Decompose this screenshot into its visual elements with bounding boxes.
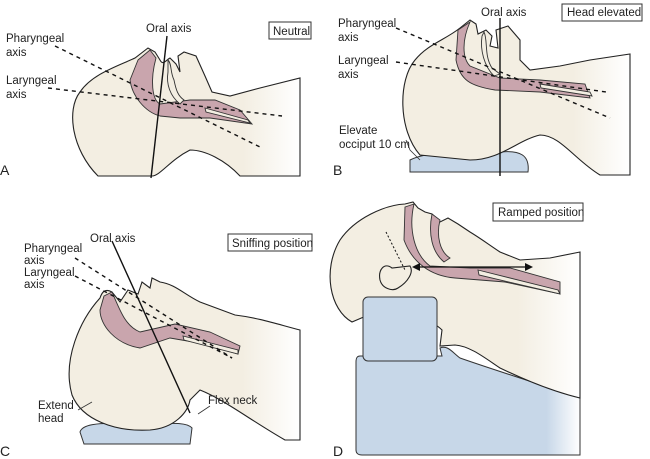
- ear: [379, 265, 412, 291]
- airway: [403, 203, 561, 295]
- oral-axis-label: Oral axis: [481, 7, 527, 19]
- extend-head-label-line1: Extend: [38, 400, 74, 412]
- pharyngeal-axis-label-line2: axis: [338, 32, 359, 44]
- pharyngeal-axis-line: [395, 27, 611, 119]
- ramp-wedge: [355, 346, 581, 456]
- panel-title: Sniffing position: [232, 238, 313, 250]
- pharyngeal-axis-label-line1: Pharyngeal: [24, 243, 82, 255]
- panel-letter: C: [0, 443, 10, 459]
- laryngeal-axis-line: [395, 61, 607, 93]
- panel-b: Oral axis Pharyngeal axis Laryngeal axis…: [333, 3, 643, 178]
- laryngeal-axis-label-line1: Laryngeal: [6, 75, 57, 87]
- pharyngeal-axis-label-line2: axis: [24, 255, 45, 267]
- extend-head-label-line2: head: [38, 413, 64, 425]
- laryngeal-axis-label-line2: axis: [6, 89, 27, 101]
- elevate-label-line2: occiput 10 cm: [339, 139, 410, 151]
- pharyngeal-axis-label-line1: Pharyngeal: [6, 33, 64, 45]
- nasal-cavity: [167, 58, 185, 105]
- panel-d: Ramped position D: [329, 201, 584, 459]
- airway-nasal: [430, 213, 451, 263]
- airway: [455, 20, 591, 99]
- laryngeal-axis-label-line2: axis: [24, 279, 45, 291]
- trachea-inner: [539, 83, 593, 97]
- panel-title-box: [268, 21, 312, 40]
- pharyngeal-axis-line: [74, 257, 233, 359]
- head-silhouette: [402, 19, 631, 176]
- pharyngeal-axis-label-line1: Pharyngeal: [338, 18, 396, 30]
- laryngeal-axis-label-line2: axis: [338, 69, 359, 81]
- panel-letter: D: [333, 443, 343, 459]
- pharyngeal-axis-label-line2: axis: [6, 47, 27, 59]
- head-silhouette: [329, 201, 581, 399]
- panel-letter: B: [333, 162, 342, 178]
- oral-axis-line: [111, 240, 191, 414]
- ear-dotted-line: [385, 231, 406, 271]
- elevate-leader: [405, 139, 421, 161]
- panel-title: Ramped position: [498, 207, 584, 219]
- trachea-inner: [477, 269, 561, 295]
- panel-a: Oral axis Pharyngeal axis Laryngeal axis…: [0, 21, 312, 179]
- oral-axis-label: Oral axis: [146, 23, 192, 35]
- flex-neck-label: Flex neck: [208, 395, 257, 407]
- panel-title-box: [227, 233, 313, 252]
- arrow-head-left: [412, 263, 420, 271]
- panel-title-box: [561, 3, 643, 22]
- laryngeal-axis-label-line1: Laryngeal: [24, 267, 75, 279]
- panel-title-box: [492, 202, 584, 222]
- laryngeal-axis-label-line1: Laryngeal: [338, 55, 389, 67]
- extend-head-leader: [77, 401, 93, 411]
- oral-axis-line: [150, 35, 168, 179]
- elevate-label-line1: Elevate: [339, 125, 377, 137]
- flex-neck-leader: [197, 405, 211, 415]
- trachea-inner: [204, 107, 252, 124]
- airway: [129, 49, 254, 125]
- panel-c: Oral axis Pharyngeal axis Laryngeal axis…: [0, 233, 313, 459]
- oral-axis-label: Oral axis: [90, 233, 136, 245]
- head-silhouette: [68, 277, 301, 441]
- panel-letter: A: [0, 162, 10, 178]
- arrow-head-right: [525, 263, 533, 271]
- panel-title: Head elevated: [567, 7, 641, 19]
- laryngeal-axis-line: [74, 275, 233, 359]
- nasal-cavity: [481, 30, 501, 77]
- pharyngeal-axis-line: [54, 45, 263, 149]
- panel-title: Neutral: [273, 26, 310, 38]
- head-block: [362, 296, 438, 362]
